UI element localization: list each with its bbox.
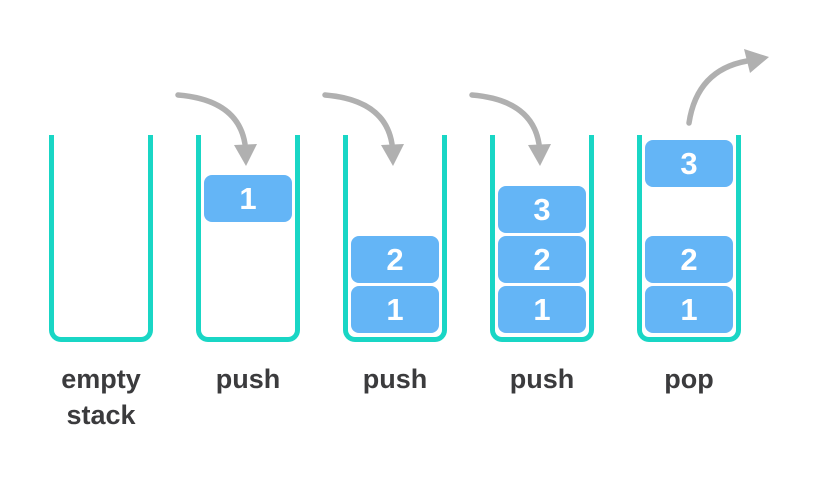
stack-item: 2	[645, 236, 733, 283]
stack-item-popping: 3	[645, 140, 733, 187]
stage-pop: 3 2 1 pop	[637, 135, 741, 435]
stage-label: empty stack	[61, 364, 141, 430]
stack-container	[343, 135, 447, 342]
stack-item: 2	[351, 236, 439, 283]
stack-container	[637, 135, 741, 342]
stack-container	[490, 135, 594, 342]
stack-item: 2	[498, 236, 586, 283]
stage-push-2: 2 1 push	[343, 135, 447, 435]
stage-push-3: 3 2 1 push	[490, 135, 594, 435]
stack-container	[196, 135, 300, 342]
stack-item: 1	[351, 286, 439, 333]
stack-item: 3	[498, 186, 586, 233]
stage-label: push	[362, 364, 428, 394]
stack-item: 1	[498, 286, 586, 333]
stage-label: push	[509, 364, 575, 394]
pop-arrow-icon	[686, 49, 769, 126]
stage-push-1: 1 push	[196, 135, 300, 435]
stage-label: push	[215, 364, 281, 394]
stage-empty-stack: empty stack	[49, 135, 153, 435]
stack-item: 1	[645, 286, 733, 333]
stack-container	[49, 135, 153, 342]
stage-label: pop	[664, 364, 714, 394]
stack-item: 1	[204, 175, 292, 222]
